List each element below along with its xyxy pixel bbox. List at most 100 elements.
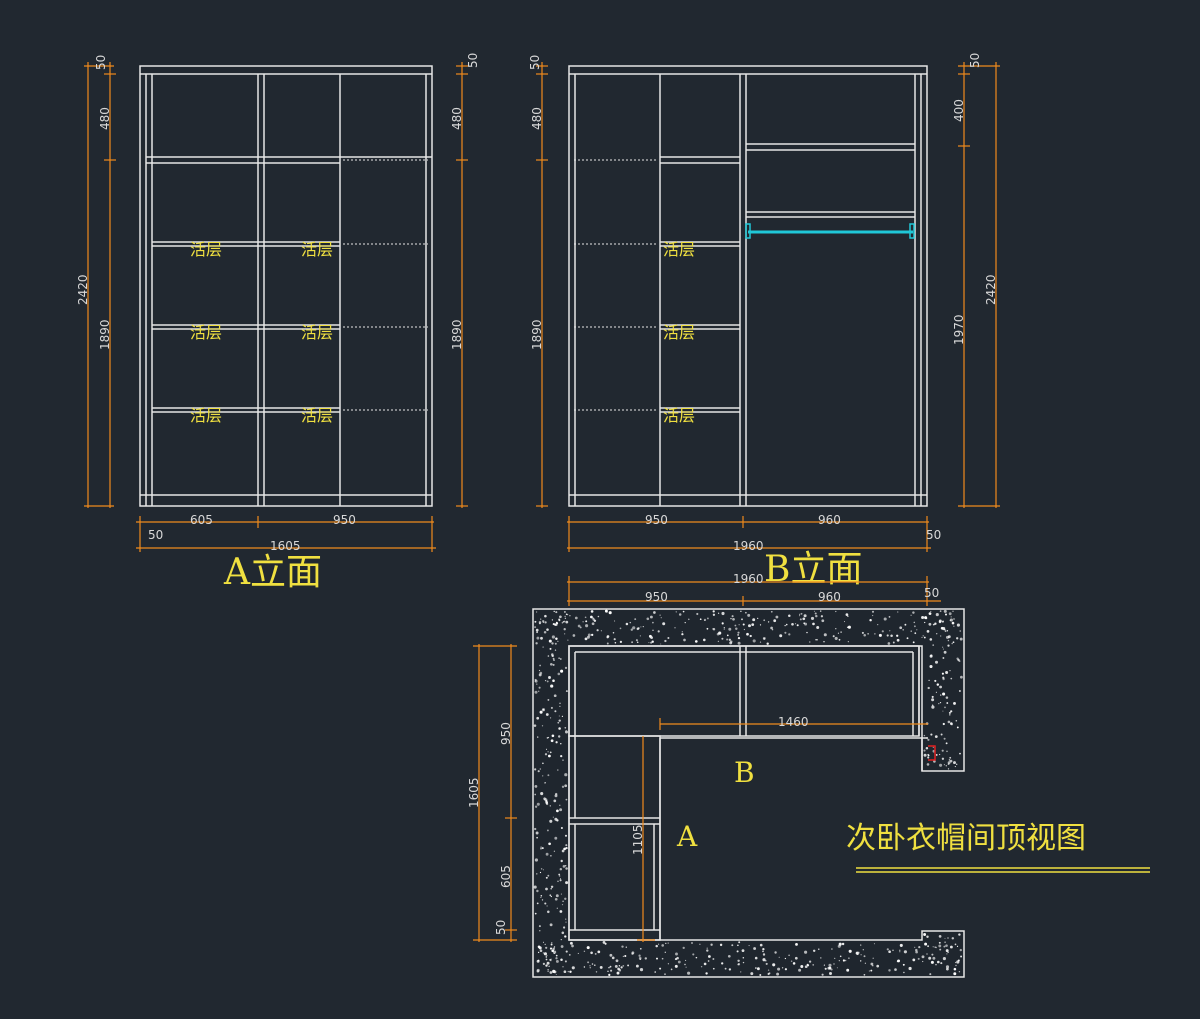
concrete-speckle	[741, 949, 745, 953]
concrete-speckle	[832, 635, 835, 638]
concrete-speckle	[712, 610, 715, 613]
concrete-speckle	[557, 880, 559, 883]
concrete-speckle	[545, 801, 548, 804]
concrete-speckle	[737, 631, 740, 634]
concrete-speckle	[727, 954, 731, 958]
concrete-speckle	[541, 847, 544, 850]
concrete-speckle	[590, 615, 593, 619]
concrete-speckle	[923, 734, 926, 737]
concrete-speckle	[946, 953, 948, 955]
concrete-speckle	[618, 965, 621, 967]
concrete-speckle	[695, 956, 698, 959]
concrete-speckle	[949, 714, 951, 716]
concrete-speckle	[770, 626, 773, 630]
concrete-speckle	[552, 969, 556, 973]
concrete-speckle	[559, 702, 561, 704]
concrete-speckle	[560, 893, 562, 895]
concrete-speckle	[925, 617, 928, 620]
concrete-speckle	[956, 623, 960, 627]
concrete-speckle	[931, 695, 934, 698]
concrete-speckle	[743, 628, 746, 631]
concrete-speckle	[938, 941, 941, 944]
concrete-speckle	[552, 816, 554, 818]
concrete-speckle	[821, 973, 824, 976]
dim-top: 50	[968, 53, 982, 68]
concrete-speckle	[951, 642, 953, 645]
dim-lower: 1890	[450, 319, 464, 350]
concrete-speckle	[716, 632, 720, 636]
concrete-speckle	[540, 894, 543, 897]
concrete-speckle	[945, 944, 948, 947]
concrete-speckle	[559, 705, 561, 708]
concrete-speckle	[943, 609, 947, 613]
plan-label-b: B	[734, 756, 755, 789]
concrete-speckle	[551, 642, 554, 645]
concrete-speckle	[756, 967, 760, 971]
dim-inner-v: 1105	[631, 824, 645, 855]
concrete-speckle	[533, 724, 537, 727]
concrete-speckle	[551, 942, 553, 944]
concrete-speckle	[742, 961, 745, 964]
elevation-b-shelf-labels: 活层 活层 活层	[663, 240, 695, 425]
concrete-speckle	[881, 630, 884, 633]
concrete-speckle	[759, 641, 762, 643]
concrete-speckle	[604, 609, 608, 613]
concrete-speckle	[892, 641, 895, 644]
concrete-speckle	[563, 628, 566, 631]
concrete-speckle	[562, 759, 564, 761]
concrete-speckle	[844, 959, 847, 962]
concrete-speckle	[752, 618, 756, 622]
concrete-speckle	[927, 738, 930, 741]
concrete-speckle	[731, 944, 734, 947]
concrete-speckle	[945, 965, 950, 969]
concrete-speckle	[675, 611, 677, 613]
concrete-speckle	[555, 792, 558, 796]
concrete-speckle	[845, 613, 849, 616]
concrete-speckle	[571, 944, 574, 948]
concrete-speckle	[942, 646, 944, 648]
concrete-speckle	[935, 691, 937, 693]
concrete-speckle	[536, 902, 539, 905]
concrete-speckle	[539, 768, 542, 770]
concrete-speckle	[816, 626, 820, 629]
concrete-speckle	[685, 966, 687, 968]
concrete-speckle	[582, 621, 584, 623]
concrete-speckle	[622, 955, 625, 958]
concrete-speckle	[542, 869, 544, 871]
concrete-speckle	[868, 970, 871, 972]
elevation-a-title: A立面	[223, 552, 322, 593]
concrete-speckle	[639, 635, 642, 637]
concrete-speckle	[953, 618, 955, 620]
concrete-speckle	[565, 844, 568, 847]
concrete-speckle	[560, 743, 562, 745]
concrete-speckle	[940, 962, 943, 965]
concrete-speckle	[564, 864, 567, 867]
concrete-speckle	[820, 615, 824, 618]
elevation-a-shelf-labels: 活层 活层 活层 活层 活层 活层	[190, 240, 333, 425]
concrete-speckle	[923, 753, 927, 757]
dim-total: 1960	[733, 572, 764, 586]
concrete-speckle	[958, 690, 961, 692]
concrete-speckle	[554, 897, 558, 901]
elevation-a-dims-left: 50 480 2420 1890	[76, 55, 116, 508]
concrete-speckle	[899, 951, 901, 953]
concrete-speckle	[877, 624, 879, 626]
concrete-speckle	[554, 642, 557, 645]
concrete-speckle	[922, 960, 924, 963]
concrete-speckle	[896, 638, 900, 642]
concrete-speckle	[534, 827, 537, 831]
concrete-speckle	[803, 614, 807, 618]
concrete-speckle	[558, 727, 561, 730]
concrete-speckle	[913, 621, 916, 624]
concrete-speckle	[559, 879, 562, 882]
concrete-speckle	[564, 726, 567, 729]
concrete-speckle	[812, 964, 815, 966]
concrete-speckle	[834, 957, 836, 960]
concrete-speckle	[550, 885, 554, 889]
dim-upper: 400	[952, 99, 966, 122]
concrete-speckle	[638, 956, 642, 960]
concrete-speckle	[547, 970, 549, 972]
concrete-speckle	[585, 624, 589, 628]
concrete-speckle	[766, 642, 769, 645]
concrete-speckle	[549, 947, 553, 950]
